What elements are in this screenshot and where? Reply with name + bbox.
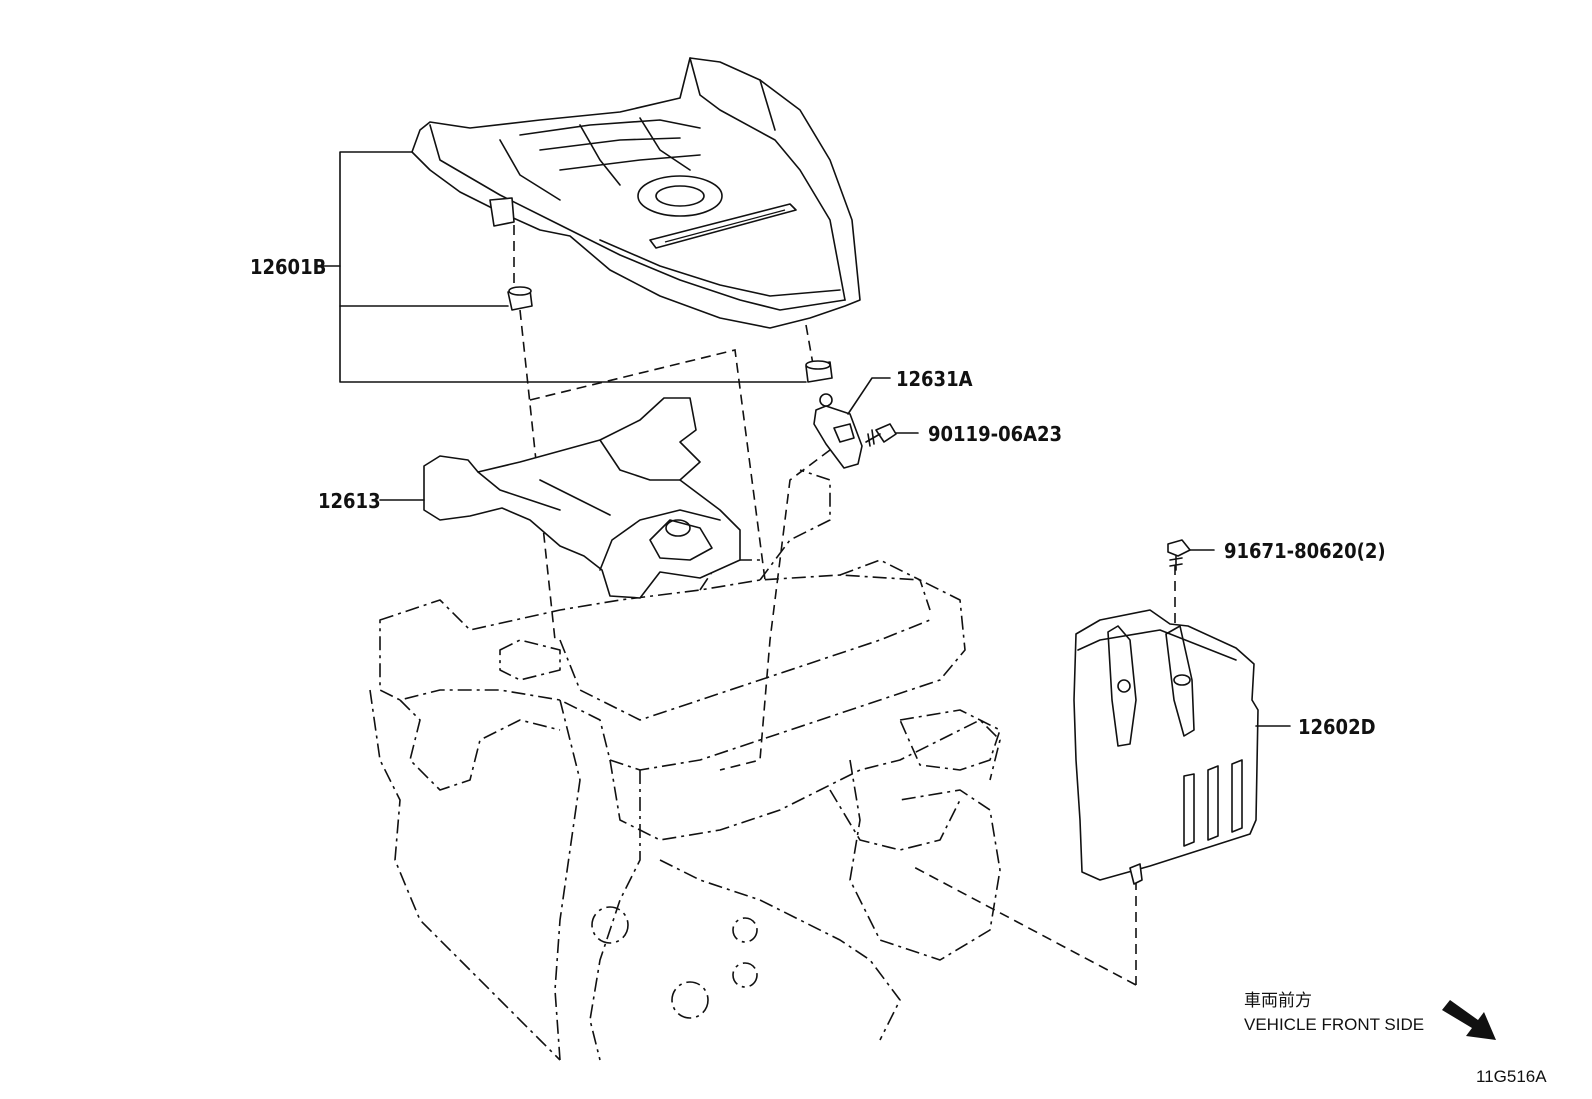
callout-12602D: 12602D — [1255, 715, 1376, 739]
engine-cover-icon — [411, 57, 861, 329]
part-label-12602D: 12602D — [1298, 715, 1376, 739]
callout-91671-80620: 91671-80620(2) — [1189, 539, 1386, 563]
engine-block-icon — [369, 469, 1001, 1061]
manifold-icon — [423, 397, 741, 599]
direction-indicator: 車両前方 VEHICLE FRONT SIDE — [1244, 991, 1496, 1040]
front-direction-arrow-icon — [1442, 1000, 1496, 1040]
grommet-icon — [507, 286, 833, 383]
part-label-91671-80620: 91671-80620(2) — [1224, 539, 1386, 563]
direction-label-en: VEHICLE FRONT SIDE — [1244, 1015, 1424, 1034]
bolt-icon — [1167, 539, 1191, 571]
callout-12601B: 12601B — [250, 151, 807, 383]
part-label-90119-06A23: 90119-06A23 — [928, 422, 1062, 446]
assembly-lines — [513, 225, 1176, 986]
part-label-12613: 12613 — [318, 489, 381, 513]
part-label-12631A: 12631A — [896, 367, 973, 391]
bracket-icon — [813, 393, 863, 469]
bolt-icon — [865, 423, 897, 447]
shield-icon — [1073, 609, 1259, 885]
part-label-12601B: 12601B — [250, 255, 326, 279]
direction-label-jp: 車両前方 — [1244, 991, 1312, 1010]
callout-90119-06A23: 90119-06A23 — [895, 422, 1062, 446]
callout-12613: 12613 — [318, 489, 425, 513]
drawing-number: 11G516A — [1476, 1067, 1547, 1086]
callout-12631A: 12631A — [847, 367, 973, 415]
